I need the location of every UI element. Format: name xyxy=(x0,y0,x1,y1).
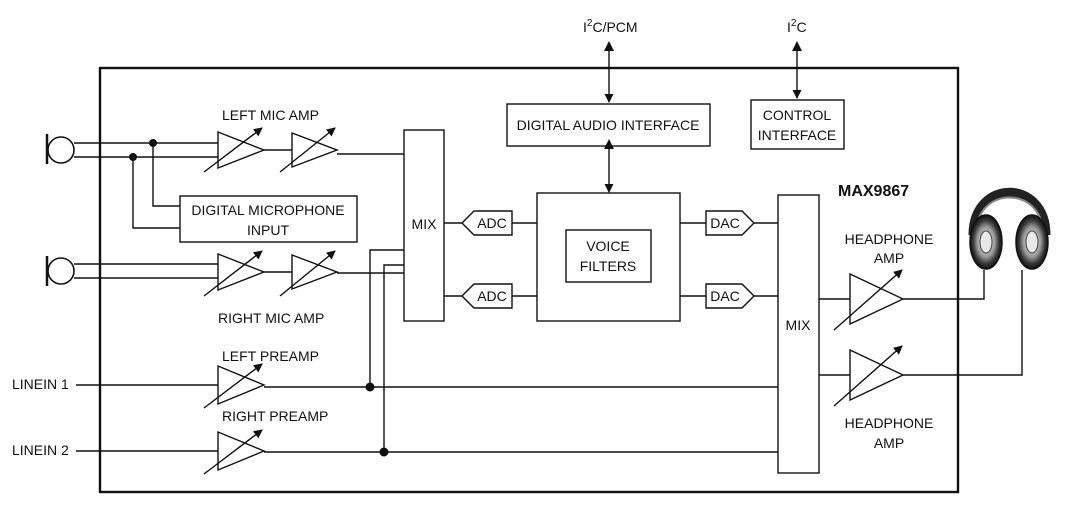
voice-filters-block xyxy=(565,229,652,283)
i2c-pcm-label: I2C/PCM xyxy=(583,18,638,35)
adc-top-label: ADC xyxy=(477,215,507,231)
headphone-amp-bottom-label-2: AMP xyxy=(874,435,904,451)
dac-bottom-label: DAC xyxy=(710,288,740,304)
linein1-label: LINEIN 1 xyxy=(12,376,69,392)
control-interface-label-2: INTERFACE xyxy=(758,127,837,143)
linein2-label: LINEIN 2 xyxy=(12,442,69,458)
i2c-label: I2C xyxy=(787,18,807,35)
dmic-wire-2 xyxy=(132,157,180,229)
headphone-amp-top-label-2: AMP xyxy=(874,250,904,266)
left-line-preamp xyxy=(203,363,266,409)
right-mic-preamp xyxy=(203,250,266,297)
chip-boundary xyxy=(98,66,960,494)
voice-filters-label-2: FILTERS xyxy=(580,258,637,274)
headphone-amp-bottom-label-1: HEADPHONE xyxy=(845,415,934,431)
dmic-label-1: DIGITAL MICROPHONE xyxy=(191,202,344,218)
left-mic-preamp xyxy=(203,127,266,173)
dac-top xyxy=(705,210,755,236)
hp-right-wire xyxy=(903,270,1023,376)
digital-audio-interface-label: DIGITAL AUDIO INTERFACE xyxy=(517,117,700,133)
dac-bottom xyxy=(705,283,755,309)
right-mic-amp-label: RIGHT MIC AMP xyxy=(218,310,324,326)
linein1-to-leftmix-wire xyxy=(369,249,404,387)
mix-left-label: MIX xyxy=(412,216,438,232)
control-interface-block xyxy=(750,99,845,150)
microphone-icon xyxy=(45,134,75,164)
headphone-amp-bottom xyxy=(833,345,905,407)
left-preamp-label: LEFT PREAMP xyxy=(222,348,319,364)
digital-microphone-input-block xyxy=(179,195,358,243)
dmic-wire-1 xyxy=(152,143,180,207)
chip-name: MAX9867 xyxy=(838,183,909,200)
mix-right-label: MIX xyxy=(786,317,812,333)
microphone-icon xyxy=(45,256,75,286)
mix-block-left xyxy=(403,129,445,322)
linein2-to-leftmix-wire xyxy=(383,264,404,452)
control-interface-label-1: CONTROL xyxy=(763,107,832,123)
dmic-label-2: INPUT xyxy=(247,222,289,238)
right-mic-gain-amp xyxy=(279,250,339,297)
headphone-amp-top-label-1: HEADPHONE xyxy=(845,231,934,247)
right-line-preamp xyxy=(203,429,266,475)
right-preamp-label: RIGHT PREAMP xyxy=(222,408,328,424)
adc-bottom-label: ADC xyxy=(477,288,507,304)
left-mic-gain-amp xyxy=(279,127,339,173)
hp-left-wire xyxy=(903,270,985,300)
left-mic-amp-label: LEFT MIC AMP xyxy=(222,107,319,123)
dac-top-label: DAC xyxy=(710,215,740,231)
voice-filters-label-1: VOICE xyxy=(586,238,630,254)
headphone-amp-top xyxy=(833,269,905,331)
headphones-icon xyxy=(968,187,1051,270)
mix-block-right xyxy=(777,194,820,474)
